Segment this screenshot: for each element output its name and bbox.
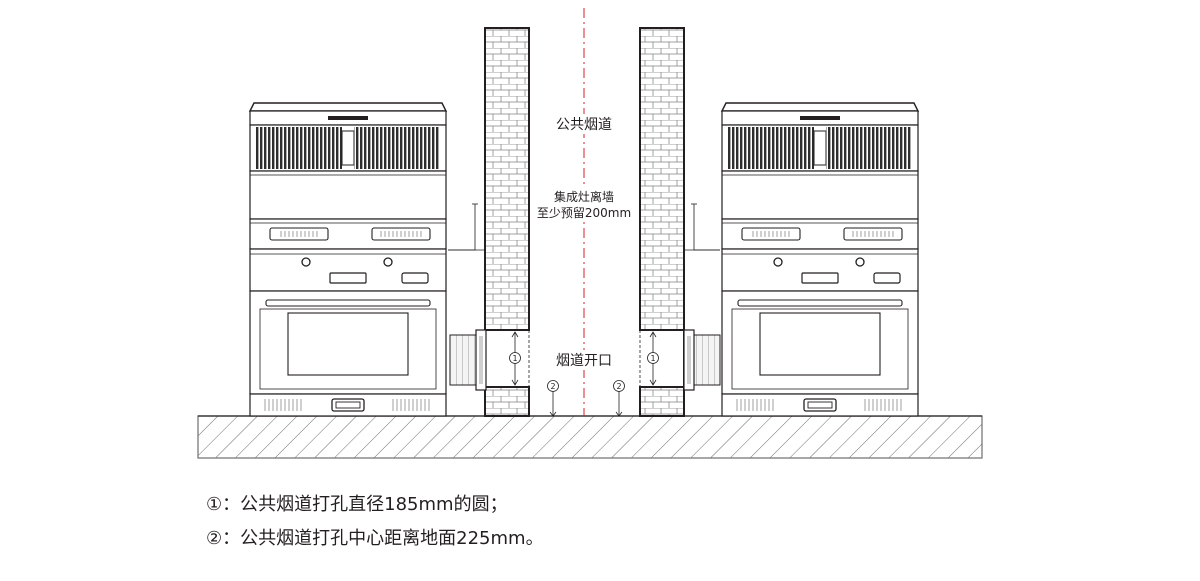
note-2-marker: ② [206, 528, 223, 549]
note-1-text: 公共烟道打孔直径185mm的圆； [240, 494, 508, 515]
label-clearance-line2: 至少预留200mm [537, 206, 631, 220]
note-2-text: 公共烟道打孔中心距离地面225mm。 [240, 528, 544, 549]
marker-2-left: 2 [550, 382, 555, 391]
note-2-separator: ： [222, 528, 241, 549]
left-exhaust-duct [449, 329, 487, 391]
left-integrated-stove [249, 102, 447, 417]
marker-circles: 1 1 2 2 [509, 352, 659, 392]
right-wall-base [639, 386, 685, 417]
note-1-marker: ① [206, 494, 223, 515]
label-clearance-line1: 集成灶离墙 [554, 189, 614, 204]
clearance-dimension [448, 203, 720, 251]
right-wall-column [639, 27, 685, 331]
note-2: ②：公共烟道打孔中心距离地面225mm。 [206, 524, 544, 550]
left-wall-column [484, 27, 530, 331]
floor-hatch [197, 415, 983, 459]
label-flue-opening: 烟道开口 [556, 353, 612, 369]
label-public-flue: 公共烟道 [556, 117, 612, 133]
right-integrated-stove [721, 102, 919, 417]
marker-1-left: 1 [512, 354, 517, 363]
left-wall-base [484, 386, 530, 417]
right-exhaust-duct [683, 329, 721, 391]
note-1-separator: ： [222, 494, 241, 515]
note-1: ①：公共烟道打孔直径185mm的圆； [206, 490, 508, 516]
marker-2-right: 2 [616, 382, 621, 391]
marker-1-right: 1 [650, 354, 655, 363]
